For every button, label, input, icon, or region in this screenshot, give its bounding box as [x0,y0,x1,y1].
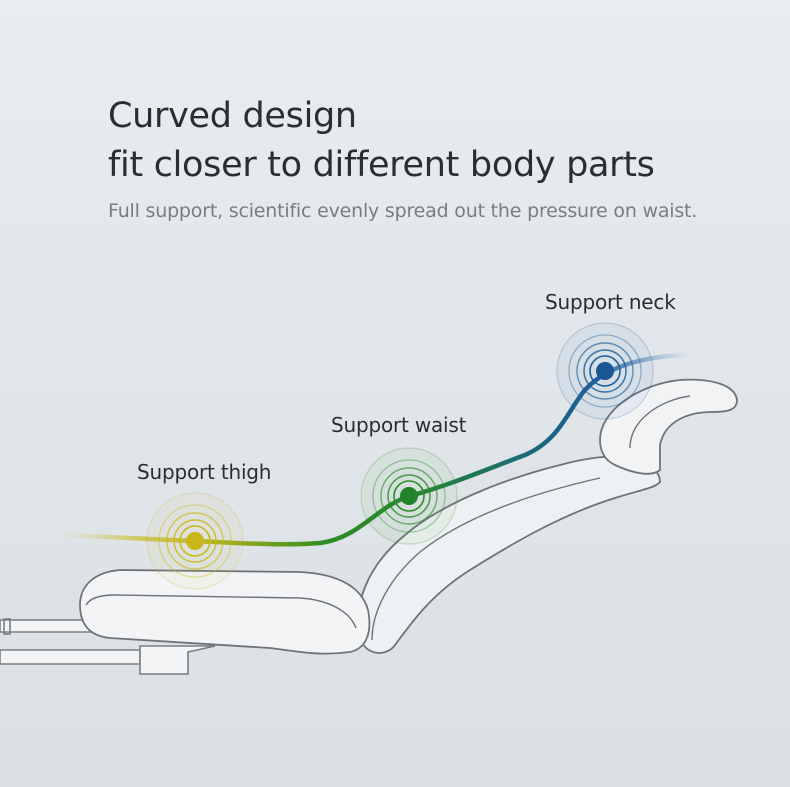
seat-cushion [79,569,371,655]
thigh-support-marker [146,492,244,590]
support-thigh-label: Support thigh [137,460,272,484]
support-neck-label: Support neck [545,290,676,314]
headrest [599,378,738,475]
subtitle: Full support, scientific evenly spread o… [108,200,698,222]
support-waist-label: Support waist [331,413,467,437]
headline: Curved design fit closer to different bo… [108,92,655,190]
chair-base-rails [0,618,216,675]
headline-line-2: fit closer to different body parts [108,145,655,185]
neck-support-marker [556,322,654,420]
waist-support-marker [360,447,458,545]
headline-line-1: Curved design [108,96,357,136]
backrest-shell [357,455,661,654]
